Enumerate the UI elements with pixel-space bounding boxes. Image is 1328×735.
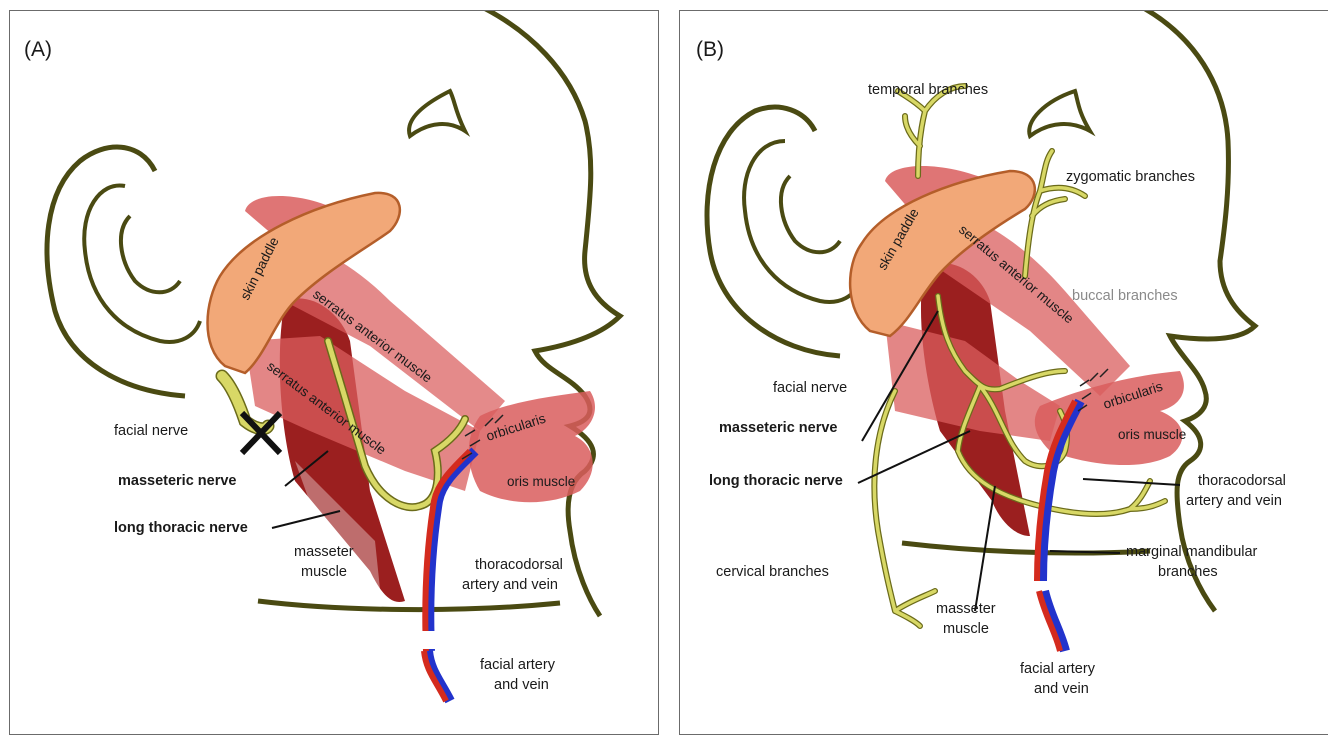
label-facial-nerve: facial nerve (114, 423, 188, 439)
label-long-thoracic-nerve: long thoracic nerve (709, 473, 843, 489)
panel-b-label: (B) (696, 38, 724, 61)
cut-mark-icon (242, 413, 280, 453)
panel-a-diagram: (A) skin paddle serratus anterior muscle… (10, 11, 658, 734)
label-thoracodorsal-1: thoracodorsal (1198, 473, 1286, 489)
label-thoracodorsal-1: thoracodorsal (475, 557, 563, 573)
label-facial-artery-2: and vein (1034, 681, 1089, 697)
ear-inner (744, 141, 860, 302)
leader-thoracodorsal (1083, 479, 1180, 485)
label-masseter-1: masseter (936, 601, 996, 617)
ear-fold (121, 216, 180, 292)
label-masseter-2: muscle (943, 621, 989, 637)
jaw-line (902, 543, 1150, 553)
label-long-thoracic-nerve: long thoracic nerve (114, 520, 248, 536)
label-zygomatic: zygomatic branches (1066, 169, 1195, 185)
label-facial-artery-1: facial artery (1020, 661, 1096, 677)
label-facial-artery-1: facial artery (480, 657, 556, 673)
label-masseter-2: muscle (301, 564, 347, 580)
label-masseter-1: masseter (294, 544, 354, 560)
label-marginal-2: branches (1158, 564, 1218, 580)
panel-a-label: (A) (24, 38, 52, 61)
vessel-gap (415, 631, 445, 649)
label-marginal-1: marginal mandibular (1126, 544, 1258, 560)
label-masseteric-nerve: masseteric nerve (719, 420, 838, 436)
label-oris-muscle: oris muscle (1118, 427, 1186, 442)
label-thoracodorsal-2: artery and vein (1186, 493, 1282, 509)
facial-artery (424, 651, 446, 701)
nose-shape (409, 91, 465, 136)
label-oris-muscle: oris muscle (507, 474, 575, 489)
label-masseteric-nerve: masseteric nerve (118, 473, 237, 489)
nose-shape (1029, 91, 1090, 136)
label-facial-nerve: facial nerve (773, 380, 847, 396)
label-facial-artery-2: and vein (494, 677, 549, 693)
face-profile (1140, 11, 1255, 611)
panel-b-diagram: (B) skin paddle serratus anterior muscle… (680, 11, 1328, 734)
face-profile (480, 11, 620, 616)
label-temporal: temporal branches (868, 82, 988, 98)
label-cervical: cervical branches (716, 564, 829, 580)
ear-inner (84, 185, 200, 341)
panel-a: (A) skin paddle serratus anterior muscle… (9, 10, 659, 735)
panel-b: (B) skin paddle serratus anterior muscle… (679, 10, 1328, 735)
ear-fold (781, 176, 840, 252)
label-buccal: buccal branches (1072, 288, 1178, 304)
jaw-line (258, 601, 560, 610)
label-thoracodorsal-2: artery and vein (462, 577, 558, 593)
